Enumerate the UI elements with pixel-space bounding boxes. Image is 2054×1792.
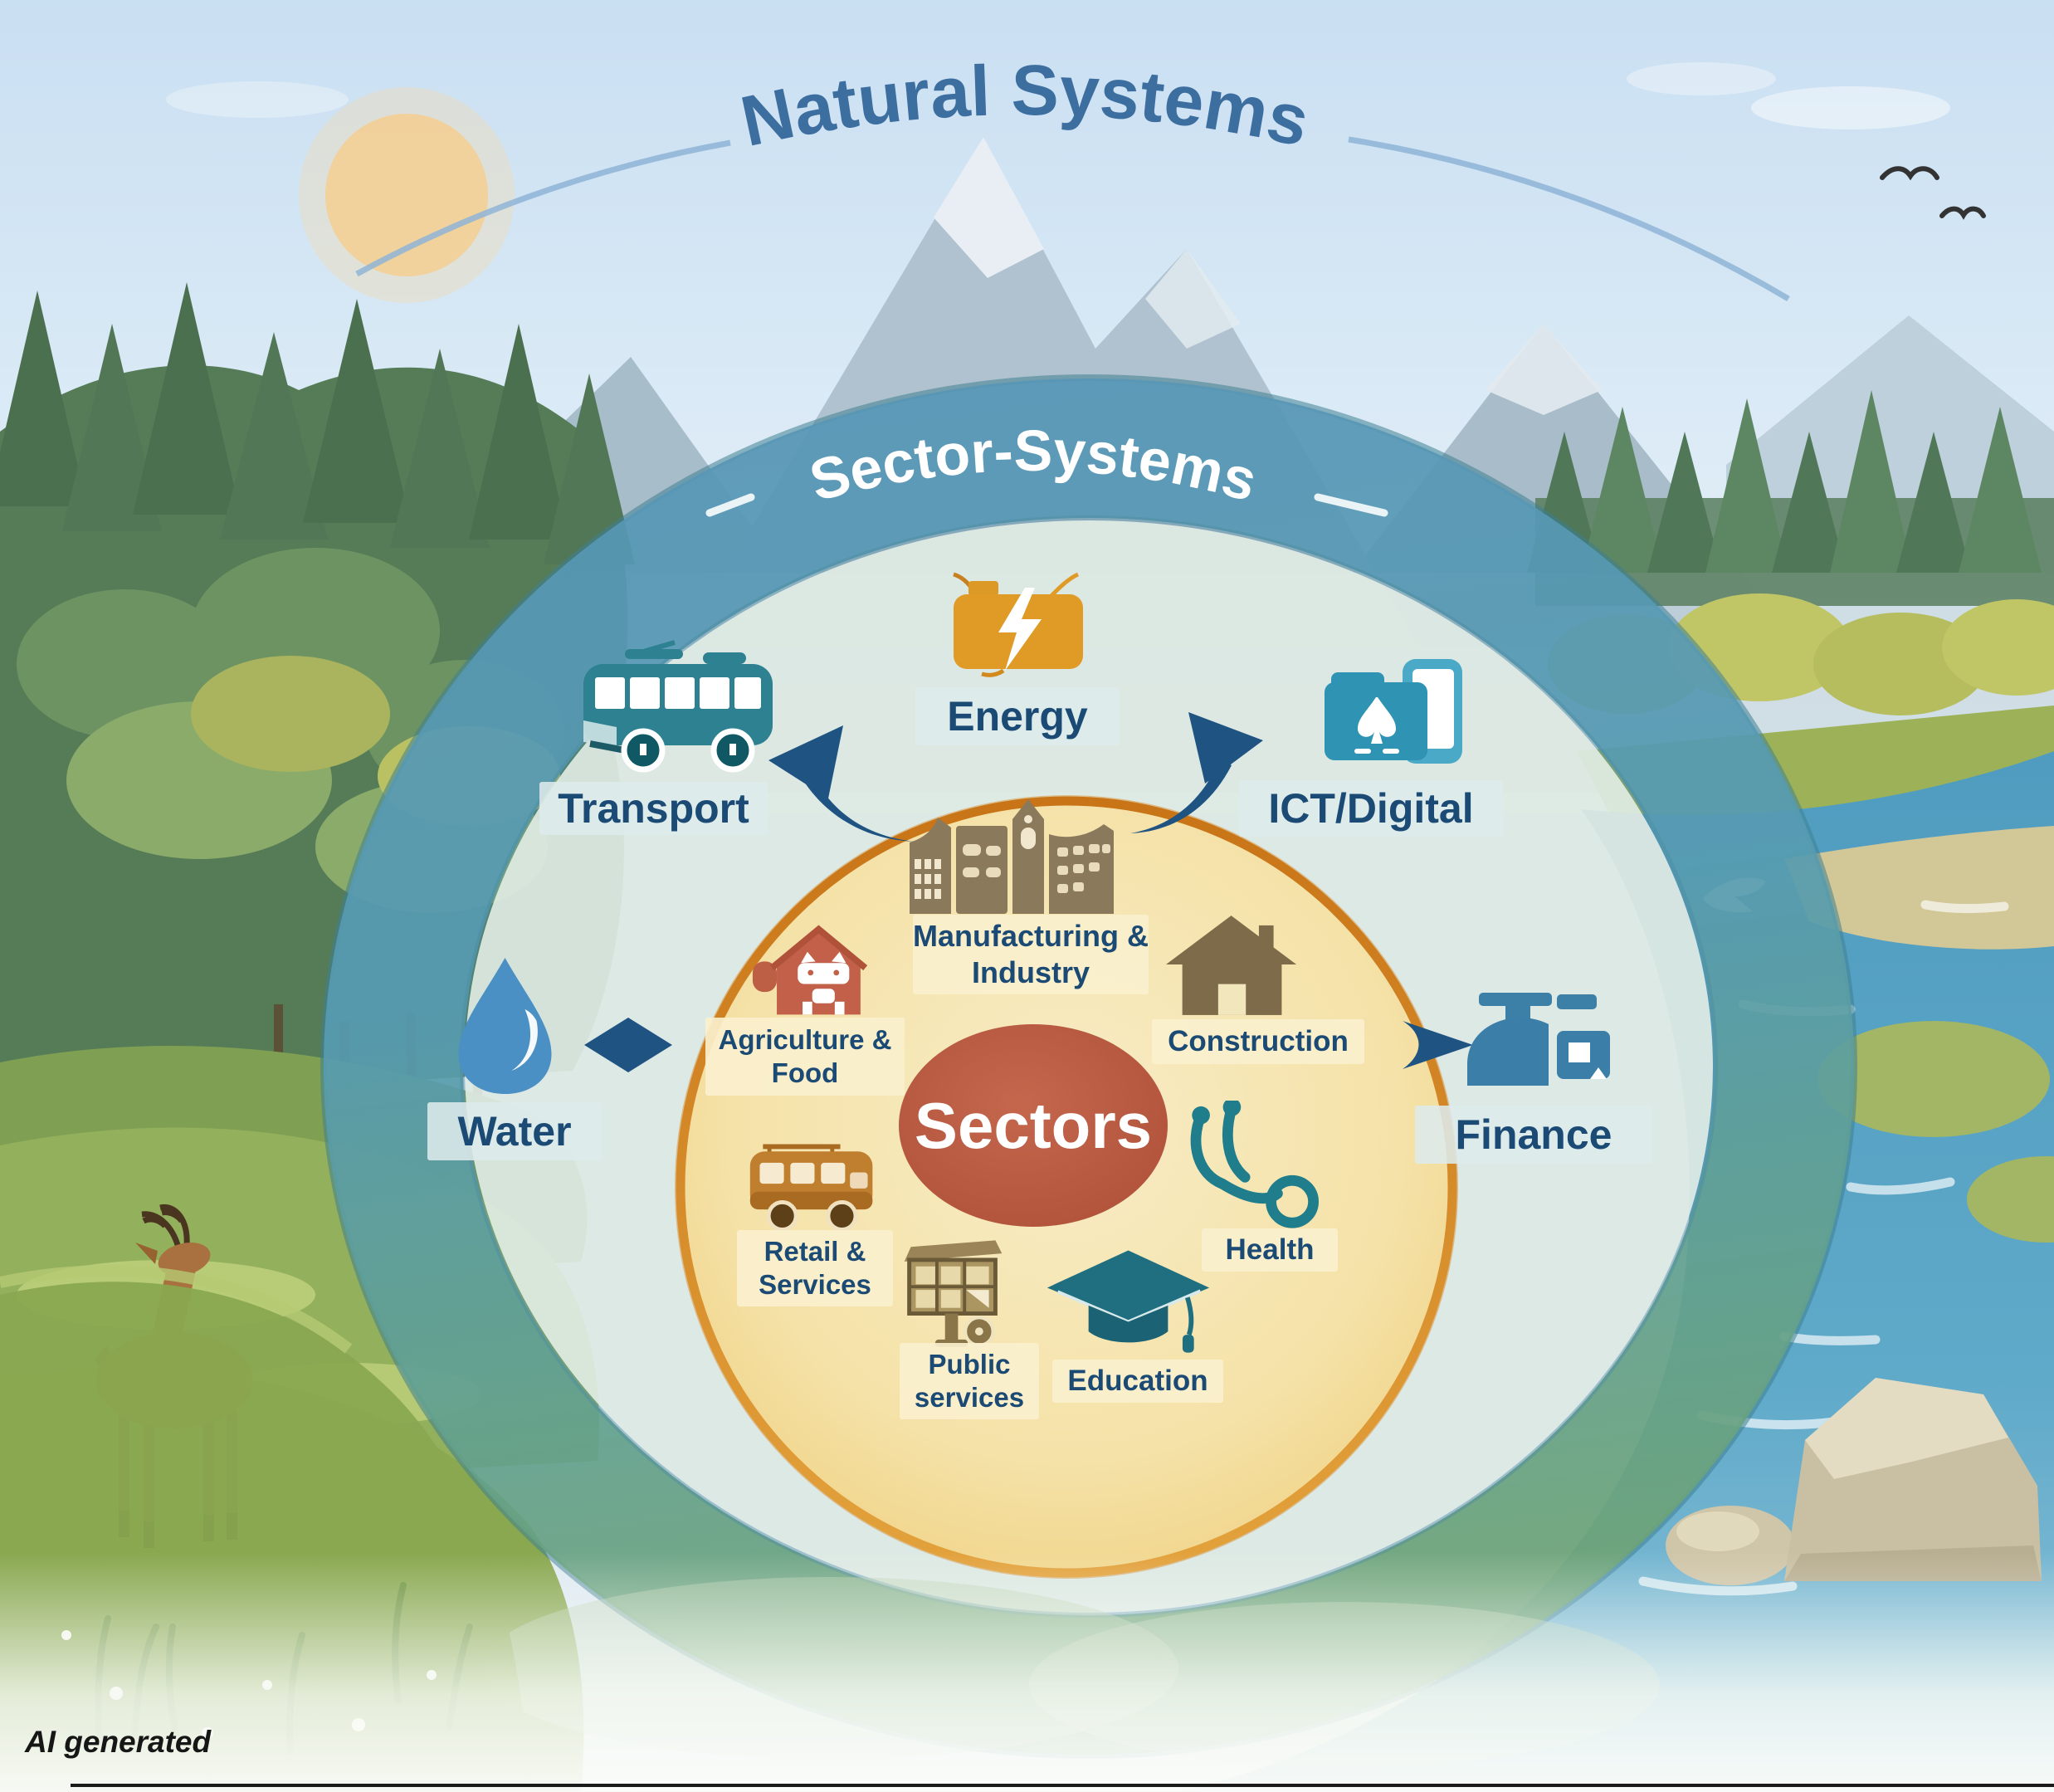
bus-icon — [577, 637, 788, 774]
barn-pig-icon — [751, 920, 884, 1021]
water-connector — [584, 1018, 672, 1072]
label-water: Water — [427, 1102, 602, 1160]
house-icon — [1166, 911, 1300, 1021]
folder-files-icon — [1320, 656, 1469, 776]
label-construction: Construction — [1152, 1019, 1364, 1064]
label-energy: Energy — [915, 687, 1120, 745]
water-drop-icon — [452, 953, 559, 1098]
label-retail-services: Retail & Services — [737, 1230, 893, 1306]
sun-icon — [325, 114, 488, 276]
faucet-icon — [1454, 988, 1620, 1091]
birds-icon — [1880, 166, 1986, 220]
battery-lightning-icon — [949, 571, 1094, 677]
label-health: Health — [1202, 1228, 1338, 1272]
sectors-center-label: Sectors — [914, 1088, 1153, 1162]
transport-arrow — [768, 725, 915, 842]
van-icon — [745, 1137, 882, 1235]
graduation-cap-icon — [1042, 1245, 1216, 1361]
label-manufacturing-industry: Manufacturing & Industry — [913, 915, 1149, 994]
clouds — [166, 62, 1950, 129]
label-ict-digital: ICT/Digital — [1239, 780, 1503, 837]
ict-arrow — [1130, 712, 1263, 833]
center-ellipse — [899, 1024, 1168, 1227]
connector-arrows — [584, 712, 1473, 1072]
ai-generated-watermark: AI generated — [25, 1725, 212, 1759]
rocks — [1666, 1378, 2042, 1585]
bottom-rule — [71, 1784, 2054, 1787]
bottom-fade — [0, 1552, 2054, 1792]
finance-arrow — [1403, 1021, 1473, 1069]
label-agriculture-food: Agriculture & Food — [705, 1018, 905, 1096]
stethoscope-icon — [1178, 1101, 1324, 1235]
label-finance: Finance — [1415, 1106, 1652, 1164]
factory-skyline-icon — [905, 793, 1141, 917]
right-forest — [1527, 390, 2054, 830]
label-education: Education — [1052, 1360, 1223, 1403]
label-public-services: Public services — [900, 1343, 1039, 1419]
market-cart-icon — [895, 1238, 1012, 1353]
label-transport: Transport — [539, 782, 768, 835]
title-arcs — [355, 136, 1790, 517]
